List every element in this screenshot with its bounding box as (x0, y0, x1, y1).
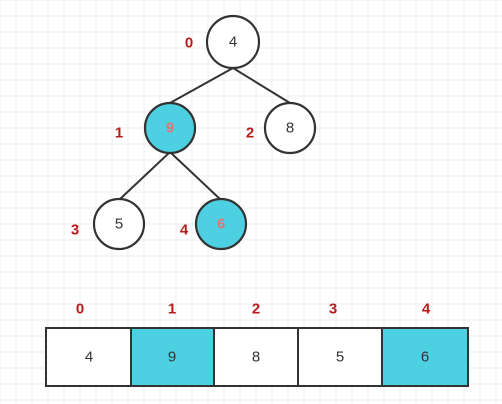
array-cell-0: 4 (45, 327, 132, 387)
array-cell-4: 6 (381, 327, 469, 387)
array-cell-4-value: 6 (421, 349, 429, 366)
tree-node-4-value: 6 (217, 216, 225, 233)
tree-node-1-circle (143, 101, 197, 155)
array-cell-1: 9 (130, 327, 215, 387)
array-cell-2-value: 8 (252, 349, 260, 366)
tree-node-1-index: 1 (115, 125, 123, 142)
tree-node-2: 8 2 (246, 101, 317, 155)
tree-nodes: 4 0 9 1 8 2 5 3 6 4 (71, 14, 317, 251)
tree-edges (118, 67, 291, 201)
array-cell-3-box (297, 327, 383, 387)
tree-node-2-value: 8 (286, 120, 294, 137)
array-index-3: 3 (329, 301, 337, 318)
array-index-4: 4 (422, 301, 431, 318)
tree-node-0-value: 4 (229, 34, 237, 51)
tree-node-2-index: 2 (246, 125, 254, 142)
tree-node-4: 6 4 (180, 197, 248, 251)
tree-node-1-value: 9 (166, 120, 174, 137)
array-cell-3: 5 (297, 327, 383, 387)
heap-array: 0 1 2 3 4 4 9 8 5 6 (45, 301, 469, 387)
array-cell-1-value: 9 (168, 349, 176, 366)
tree-node-4-index: 4 (180, 222, 189, 239)
array-index-2: 2 (252, 301, 260, 318)
edge-1-3 (118, 151, 171, 201)
array-cell-2: 8 (213, 327, 299, 387)
array-cell-1-box (130, 327, 215, 387)
edge-1-4 (169, 151, 222, 201)
tree-node-3: 5 3 (71, 197, 146, 251)
tree-node-3-index: 3 (71, 222, 79, 239)
tree-node-0: 4 0 (185, 14, 261, 70)
tree-node-3-circle (92, 197, 146, 251)
array-index-labels: 0 1 2 3 4 (76, 301, 431, 318)
tree-node-0-circle (205, 14, 261, 70)
array-cell-0-value: 4 (85, 349, 93, 366)
tree-node-3-value: 5 (115, 216, 123, 233)
array-cell-4-box (381, 327, 469, 387)
tree-node-4-circle (194, 197, 248, 251)
tree-node-0-index: 0 (185, 35, 193, 52)
array-index-1: 1 (168, 301, 176, 318)
tree-node-1: 9 1 (115, 101, 197, 155)
array-index-0: 0 (76, 301, 84, 318)
edge-0-2 (232, 67, 291, 104)
array-cell-3-value: 5 (336, 349, 344, 366)
edge-0-1 (169, 67, 234, 104)
tree-node-2-circle (263, 101, 317, 155)
array-cell-0-box (45, 327, 132, 387)
